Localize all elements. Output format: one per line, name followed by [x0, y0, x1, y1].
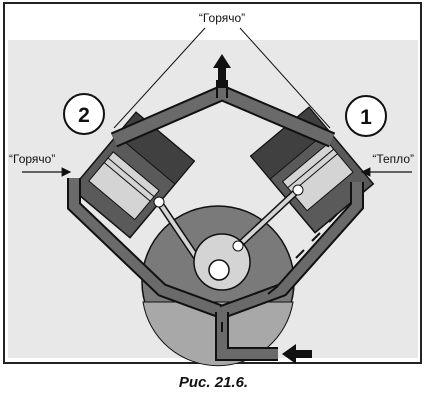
label-leader-lines [113, 27, 331, 129]
engine-diagram: 2 1 “Горячо” “Горячо” “Тепло” [8, 11, 418, 367]
duct-system [67, 80, 364, 361]
label-right-warm: “Тепло” [372, 152, 414, 166]
label-top-hot: “Горячо” [199, 11, 245, 25]
wrist-pin-left [153, 196, 165, 208]
cylinder-2-piston [88, 151, 160, 221]
cylinder-1-number: 1 [360, 106, 372, 129]
up-arrow-icon [213, 54, 231, 88]
left-arrow-icon [282, 344, 312, 364]
crank-pin [208, 259, 230, 281]
wrist-pin-right [292, 184, 304, 196]
cylinder-1-marker: 1 [345, 95, 387, 137]
figure-caption: Рис. 21.6. [178, 374, 249, 391]
cylinder-2-marker: 2 [63, 93, 105, 135]
cylinder-2-number: 2 [78, 104, 90, 127]
crank-mechanism [153, 184, 304, 291]
crank-rod-pin [232, 240, 244, 252]
label-left-hot: “Горячо” [9, 152, 55, 166]
flow-marks [221, 213, 338, 332]
